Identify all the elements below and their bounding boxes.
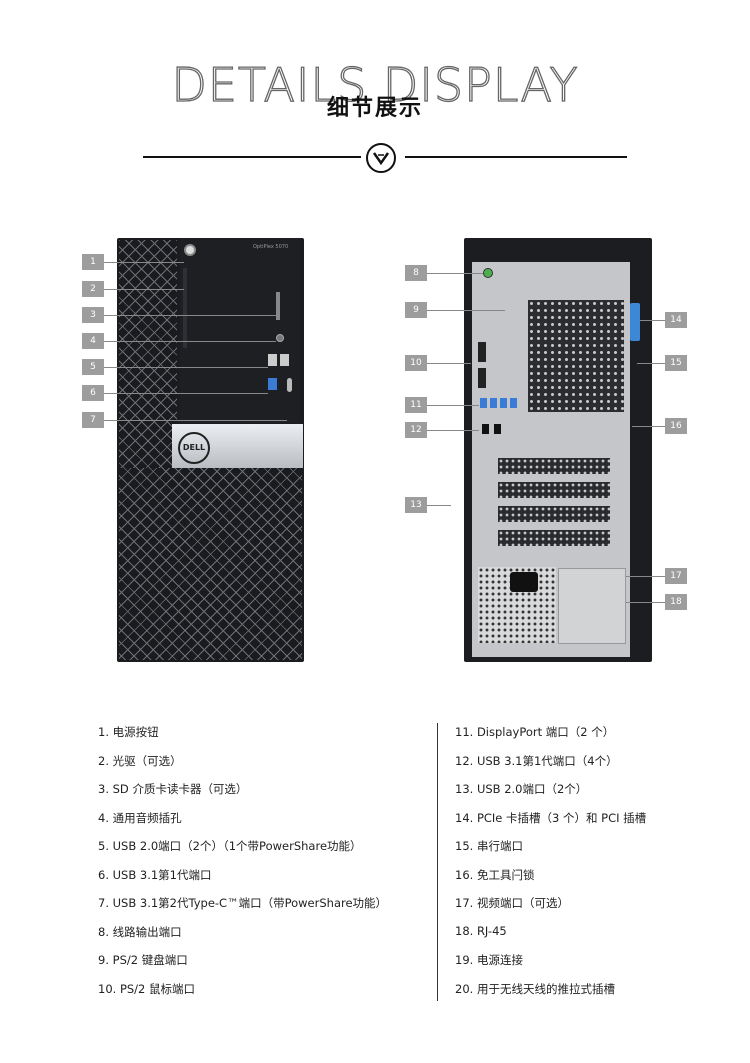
legend-item: 12. USB 3.1第1代端口（4个） [455,753,618,768]
usb-typec-port [287,378,292,392]
pcie-slot-latch [630,303,640,341]
callout-leader [427,505,451,506]
optical-drive-bay [183,268,187,348]
usb3-back-port [500,398,507,408]
legend-item: 8. 线路输出端口 [98,924,182,939]
callout-leader [632,426,665,427]
legend-item: 20. 用于无线天线的推拉式插槽 [455,981,615,996]
legend-item: 2. 光驱（可选） [98,753,182,768]
header-divider-right [405,156,627,158]
callout-3: 3 [82,307,104,323]
callout-leader [104,289,184,290]
callout-leader [427,430,479,431]
header-title-cn: 细节展示 [326,96,423,121]
callout-9: 9 [405,302,427,318]
callout-leader [626,602,665,603]
legend-item: 1. 电源按钮 [98,725,159,739]
legend-item: 6. USB 3.1第1代端口 [98,867,212,882]
callout-13: 13 [405,497,427,513]
callout-leader [626,576,665,577]
power-button-icon [184,244,196,256]
legend-item: 3. SD 介质卡读卡器（可选） [98,782,248,796]
header-title-en: DETAILS DISPLAY [171,57,579,112]
displayport-port [478,368,486,388]
displayport-port [478,342,486,362]
callout-leader [104,393,268,394]
callout-7: 7 [82,412,104,428]
callout-leader [427,273,483,274]
legend-item: 5. USB 2.0端口（2个）（1个带PowerShare功能） [98,839,362,853]
usb3-back-port [480,398,487,408]
callout-18: 18 [665,594,687,610]
dell-logo: DELL [178,432,210,464]
legend-item: 18. RJ-45 [455,923,507,938]
callout-10: 10 [405,355,427,371]
callout-12: 12 [405,422,427,438]
legend-item: 19. 电源连接 [455,953,523,967]
expansion-slot [498,482,610,498]
usb2-back-port [482,424,489,434]
sd-card-slot [276,292,280,320]
callout-2: 2 [82,281,104,297]
usb2-port [280,354,289,366]
usb3-port [268,378,277,390]
callout-1: 1 [82,254,104,270]
callout-11: 11 [405,397,427,413]
legend-item: 17. 视频端口（可选） [455,896,569,910]
callout-8: 8 [405,265,427,281]
callout-leader [104,420,287,421]
legend-item: 15. 串行端口 [455,839,523,853]
callout-leader [427,310,505,311]
expansion-slot [498,458,610,474]
callout-16: 16 [665,418,687,434]
wireless-antenna-slot [558,568,626,644]
callout-4: 4 [82,333,104,349]
chevron-down-icon [366,143,396,173]
header-divider-left [143,156,361,158]
usb3-back-port [490,398,497,408]
callout-leader [637,363,665,364]
legend-item: 13. USB 2.0端口（2个） [455,782,588,796]
expansion-slot [498,530,610,546]
audio-jack-icon [276,334,284,342]
model-label: OptiPlex 5070 [253,244,289,250]
callout-leader [427,405,479,406]
callout-15: 15 [665,355,687,371]
legend-left-column: 1. 电源按钮 2. 光驱（可选） 3. SD 介质卡读卡器（可选） 4. 通用… [98,724,387,1009]
callout-14: 14 [665,312,687,328]
legend-item: 11. DisplayPort 端口（2 个） [455,725,615,739]
callout-6: 6 [82,385,104,401]
callout-leader [104,367,268,368]
callout-leader [104,341,276,342]
legend-item: 7. USB 3.1第2代Type-C™端口（带PowerShare功能） [98,896,388,910]
callout-5: 5 [82,359,104,375]
legend-column-divider [437,723,438,1001]
legend-item: 9. PS/2 键盘端口 [98,953,188,967]
legend-item: 4. 通用音频插孔 [98,810,182,825]
fan-vent-grille [528,300,624,412]
usb2-port [268,354,277,366]
legend-item: 14. PCIe 卡插槽（3 个）和 PCI 插槽 [455,810,647,825]
expansion-slot [498,506,610,522]
legend-item: 16. 免工具闩锁 [455,867,535,882]
usb2-back-port [494,424,501,434]
usb3-back-port [510,398,517,408]
line-out-port [483,268,493,278]
callout-leader [104,262,184,263]
legend-right-column: 11. DisplayPort 端口（2 个） 12. USB 3.1第1代端口… [455,724,646,1009]
callout-leader [640,320,665,321]
callout-leader [427,363,471,364]
front-mesh-grille-lower [119,468,302,660]
callout-17: 17 [665,568,687,584]
callout-leader [104,315,276,316]
front-io-panel [180,238,300,423]
power-connector [510,572,538,592]
legend-item: 10. PS/2 鼠标端口 [98,981,196,996]
